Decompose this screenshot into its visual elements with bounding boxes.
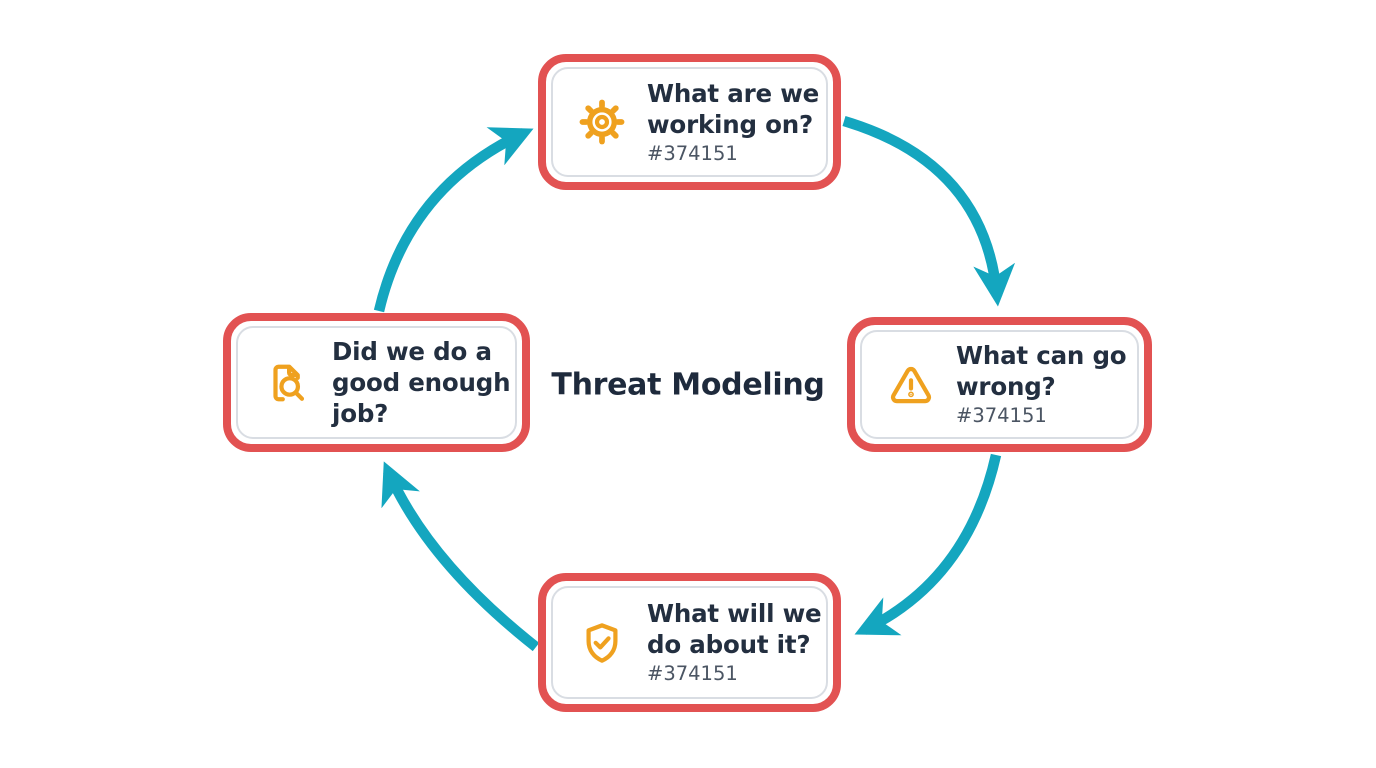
question-line: do about it? bbox=[647, 630, 811, 659]
node-card: What can go wrong? #374151 bbox=[860, 330, 1139, 439]
arrow-top-to-right bbox=[842, 115, 1016, 307]
document-search-icon bbox=[264, 360, 310, 406]
node-text-block: What can go wrong? #374151 bbox=[956, 340, 1127, 429]
color-code-label: #374151 bbox=[956, 404, 1047, 427]
question-line: wrong? bbox=[956, 372, 1056, 401]
arrow-right-to-bottom bbox=[854, 453, 1002, 636]
question-line: good enough bbox=[332, 368, 511, 397]
warning-triangle-icon bbox=[888, 362, 934, 408]
node-what-can-go-wrong: What can go wrong? #374151 bbox=[847, 317, 1152, 452]
arrow-left-to-top bbox=[373, 127, 534, 313]
node-did-we-do-a-good-enough-job: Did we do a good enough job? bbox=[223, 313, 530, 452]
question-line: What are we bbox=[647, 78, 820, 108]
color-code-label: #374151 bbox=[647, 662, 738, 685]
question-line: What can go bbox=[956, 341, 1127, 370]
node-text-block: What will we do about it? #374151 bbox=[647, 598, 822, 687]
node-what-will-we-do-about-it: What will we do about it? #374151 bbox=[538, 573, 841, 712]
node-what-are-we-working-on: What are we working on? #374151 bbox=[538, 54, 841, 190]
node-card: Did we do a good enough job? bbox=[236, 326, 517, 439]
question-line: job? bbox=[332, 399, 389, 428]
color-code-label: #374151 bbox=[647, 141, 738, 165]
arrow-bottom-to-left bbox=[381, 461, 540, 652]
node-text-block: Did we do a good enough job? bbox=[332, 336, 511, 429]
node-text-block: What are we working on? #374151 bbox=[647, 78, 819, 167]
diagram-title: Threat Modeling bbox=[551, 367, 825, 403]
gear-icon bbox=[579, 99, 625, 145]
question-line: What will we bbox=[647, 599, 822, 628]
question-line: Did we do a bbox=[332, 337, 492, 366]
question-line: working on? bbox=[647, 109, 814, 139]
node-card: What are we working on? #374151 bbox=[551, 67, 828, 177]
shield-check-icon bbox=[579, 620, 625, 666]
node-card: What will we do about it? #374151 bbox=[551, 586, 828, 699]
